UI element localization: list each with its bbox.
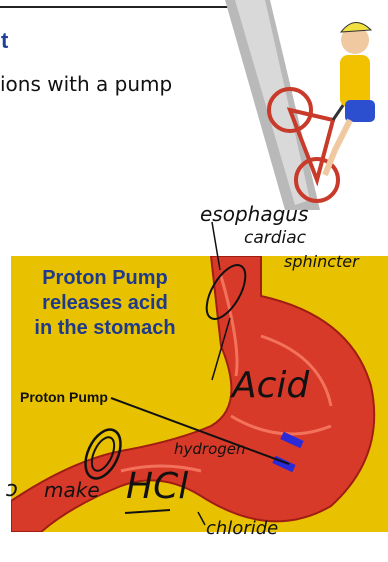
handwriting-chloride: chloride [206,518,278,539]
diagram-title-line-1: Proton Pump [11,266,199,291]
rider-shirt [340,55,370,107]
handwriting-acid: Acid [232,365,309,406]
handwriting-hydrogen: hydrogen [174,440,246,458]
diagram-title-line-3: in the stomach [11,316,199,341]
slide-title-fragment: t [1,28,8,54]
cyclist-clipart [225,0,388,210]
handwriting-hcl: HCl [126,466,188,507]
diagram-title-line-2: releases acid [11,291,199,316]
helmet [341,22,371,32]
handwriting-cardiac: cardiac [244,228,306,248]
rider-shorts [345,100,375,122]
diagram-title: Proton Pump releases acid in the stomach [11,266,199,341]
handwriting-make: make [44,478,100,502]
handwriting-edge-mark: ɔ [6,477,18,502]
handwriting-sphincter: sphincter [284,252,359,271]
handwriting-esophagus: esophagus [200,202,308,226]
slide-subtitle-fragment: ions with a pump [0,72,172,96]
proton-pump-label: Proton Pump [20,389,108,405]
title-underline [0,6,240,8]
